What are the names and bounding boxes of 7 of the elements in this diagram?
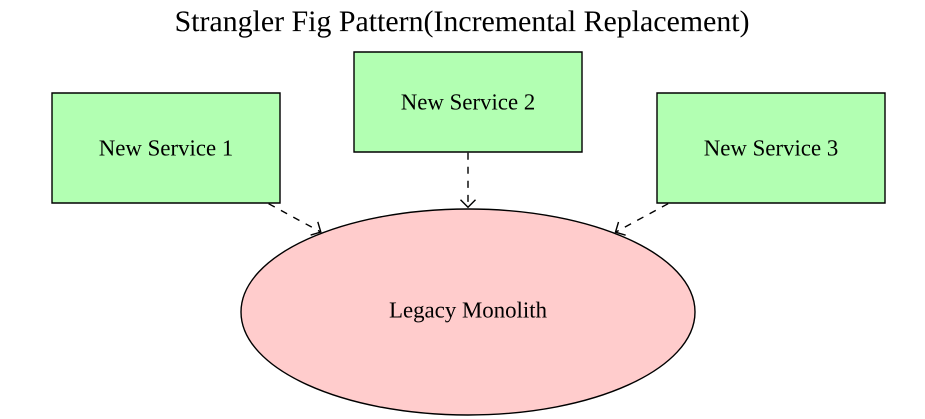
arrow bbox=[268, 203, 322, 236]
service-box: New Service 3 bbox=[656, 92, 886, 204]
service-box: New Service 2 bbox=[353, 51, 583, 153]
arrow bbox=[460, 152, 476, 208]
service-box: New Service 1 bbox=[51, 92, 281, 204]
arrow bbox=[614, 203, 668, 236]
title: Strangler Fig Pattern(Incremental Replacement) bbox=[176, 10, 748, 38]
